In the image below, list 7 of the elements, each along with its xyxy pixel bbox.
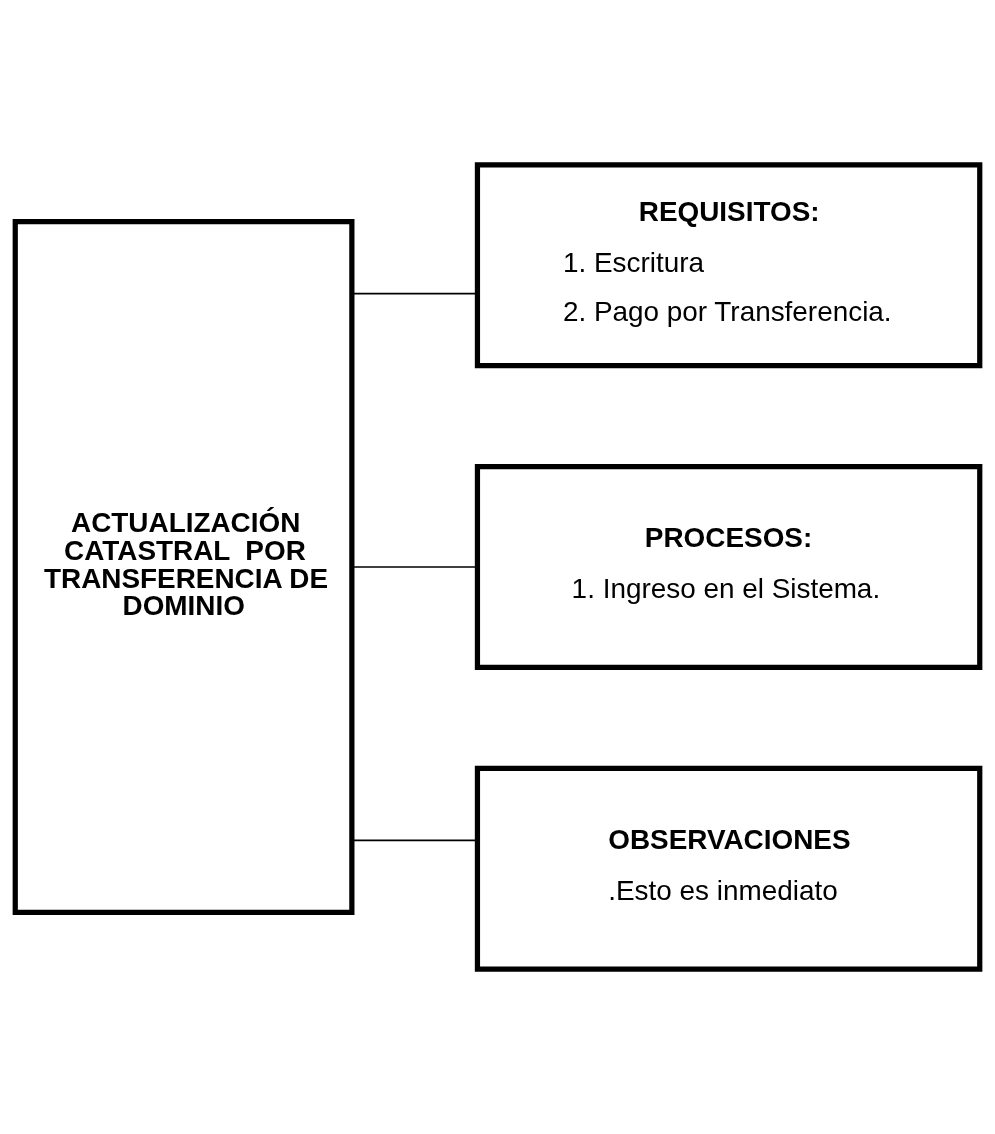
connector [351,566,478,568]
node-box: ACTUALIZACIÓN CATASTRAL POR TRANSFERENCIA DE DOMINIO [12,219,355,915]
connector [351,292,478,295]
node-box: OBSERVACIONES .Esto es inmediato [474,765,983,972]
connector [351,839,478,842]
node-box: REQUISITOS: 1. Escritura 2. Pago por Transferencia. [474,162,983,369]
node-box: PROCESOS: 1. Ingreso en el Sistema. [474,464,983,670]
